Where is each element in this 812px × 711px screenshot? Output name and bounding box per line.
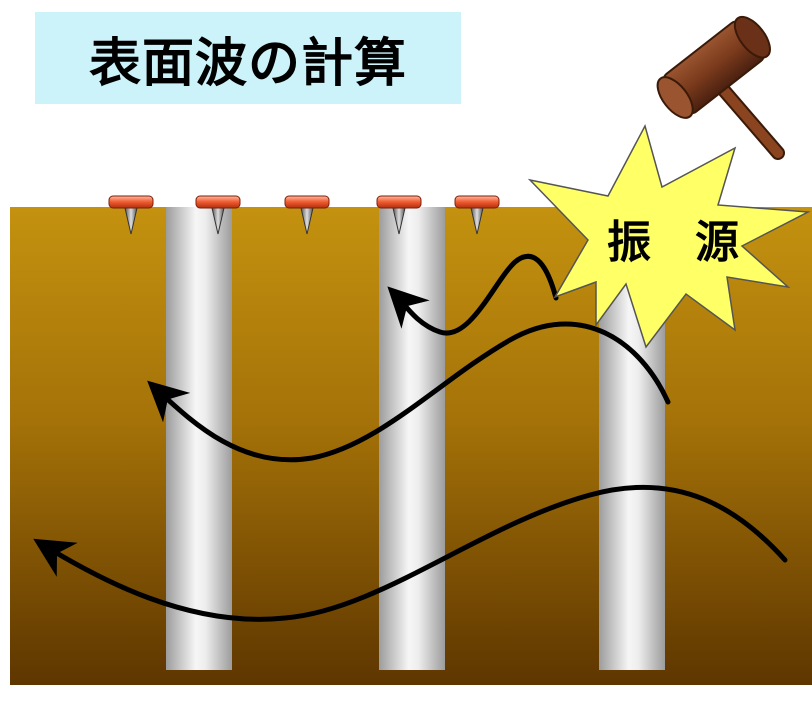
sensor-pin-icon [284,195,330,235]
wave-arrow-deep [33,484,788,622]
page-title: 表面波の計算 [88,33,407,94]
title-background [35,12,461,104]
sensor-pin-icon [108,195,154,235]
sensor-pin-icon [195,195,241,235]
explosion-burst [527,123,811,349]
wave-arrow-middle [147,321,671,463]
sensor-pin-icon [376,195,422,235]
wave-arrow-shallow [387,253,559,336]
pile-2 [379,207,445,670]
source-label: 振 源 [607,217,739,268]
sensor-pin-icon [454,195,500,235]
hammer-icon [656,15,785,160]
